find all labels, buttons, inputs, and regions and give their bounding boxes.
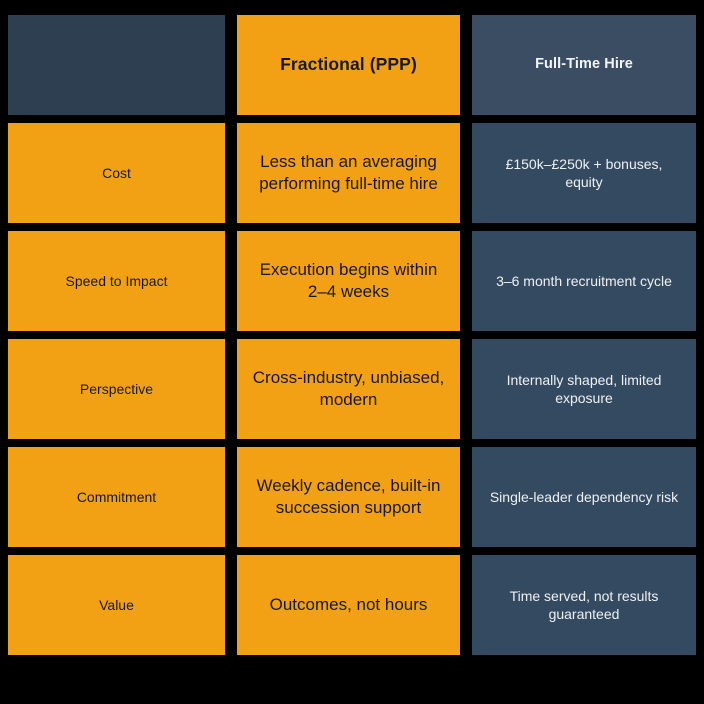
row-label-text: Speed to Impact xyxy=(65,272,168,289)
row-label-text: Commitment xyxy=(76,488,157,505)
table-cell-fractional-value: Outcomes, not hours xyxy=(237,555,460,655)
table-row-label-perspective: Perspective xyxy=(8,339,225,439)
table-cell-fulltime-speed-to-impact: 3–6 month recruitment cycle xyxy=(472,231,696,331)
table-cell-fulltime-perspective: Internally shaped, limited exposure xyxy=(472,339,696,439)
table-header-corner xyxy=(8,15,225,115)
table-header-fulltime-label: Full-Time Hire xyxy=(535,56,633,73)
cell-text: Outcomes, not hours xyxy=(269,594,428,614)
table-cell-fractional-perspective: Cross-industry, unbiased, modern xyxy=(237,339,460,439)
table-cell-fractional-speed-to-impact: Execution begins within 2–4 weeks xyxy=(237,231,460,331)
table-row-label-speed-to-impact: Speed to Impact xyxy=(8,231,225,331)
cell-text: £150k–£250k + bonuses, equity xyxy=(505,155,663,190)
row-label-text: Cost xyxy=(102,164,131,181)
cell-text: Less than an averaging performing full-t… xyxy=(259,151,438,193)
table-row-label-value: Value xyxy=(8,555,225,655)
table-cell-fulltime-cost: £150k–£250k + bonuses, equity xyxy=(472,123,696,223)
cell-text: Weekly cadence, built-in succession supp… xyxy=(256,475,441,517)
table-cell-fulltime-value: Time served, not results guaranteed xyxy=(472,555,696,655)
table-cell-fractional-commitment: Weekly cadence, built-in succession supp… xyxy=(237,447,460,547)
comparison-table: Fractional (PPP) Full-Time Hire Cost Les… xyxy=(8,15,696,655)
row-label-text: Perspective xyxy=(79,380,154,397)
cell-text: Execution begins within 2–4 weeks xyxy=(259,259,438,301)
table-row-label-commitment: Commitment xyxy=(8,447,225,547)
table-cell-fulltime-commitment: Single-leader dependency risk xyxy=(472,447,696,547)
table-row-label-cost: Cost xyxy=(8,123,225,223)
cell-text: 3–6 month recruitment cycle xyxy=(496,272,672,289)
cell-text: Single-leader dependency risk xyxy=(489,488,679,505)
cell-text: Time served, not results guaranteed xyxy=(509,587,659,622)
cell-text: Internally shaped, limited exposure xyxy=(506,371,662,406)
table-header-fractional-label: Fractional (PPP) xyxy=(280,54,417,75)
cell-text: Cross-industry, unbiased, modern xyxy=(252,367,445,409)
row-label-text: Value xyxy=(99,596,134,613)
table-header-fractional: Fractional (PPP) xyxy=(237,15,460,115)
table-cell-fractional-cost: Less than an averaging performing full-t… xyxy=(237,123,460,223)
table-header-fulltime: Full-Time Hire xyxy=(472,15,696,115)
